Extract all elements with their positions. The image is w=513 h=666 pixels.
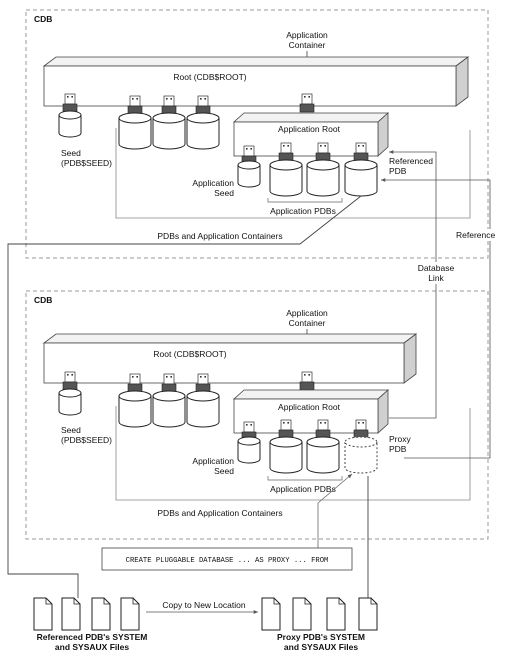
database-link-label-1: Database	[418, 263, 455, 273]
referenced-file-icon-4	[120, 597, 140, 631]
proxy-files-group: Proxy PDB's SYSTEM and SYSAUX Files	[261, 597, 378, 652]
bottom-cdb: CDB Application Container Root (CDB$ROOT…	[25, 290, 489, 540]
bottom-root-slab	[42, 333, 418, 384]
bottom-cdb-label: CDB	[34, 295, 52, 305]
bottom-proxy-pdb-plug-icon	[353, 419, 369, 439]
sql-command-box: CREATE PLUGGABLE DATABASE ... AS PROXY .…	[101, 547, 353, 571]
top-pdb1-plug-icon	[127, 95, 143, 115]
bottom-pdbs-containers-label: PDBs and Application Containers	[157, 508, 282, 518]
top-root-label: Root (CDB$ROOT)	[173, 72, 246, 82]
bottom-app-seed-label-1: Application	[192, 456, 234, 466]
top-app-root-slab	[232, 112, 390, 157]
bottom-app-pdbs-label: Application PDBs	[270, 484, 336, 494]
top-app-pdbs-label: Application PDBs	[270, 206, 336, 216]
proxy-files-label-2: and SYSAUX Files	[284, 642, 358, 652]
bottom-app-pdb2-db-icon	[306, 436, 340, 474]
bottom-proxy-pdb-label-2: PDB	[389, 444, 407, 454]
top-seed-plug-icon	[62, 93, 78, 113]
top-app-container-label-1: Application	[286, 30, 328, 40]
bottom-app-container-label-1: Application	[286, 308, 328, 318]
bottom-proxy-pdb-label-1: Proxy	[389, 434, 411, 444]
top-pdb2-db-icon	[152, 112, 186, 150]
referenced-files-label-1: Referenced PDB's SYSTEM	[37, 632, 148, 642]
top-app-pdb1-plug-icon	[278, 142, 294, 162]
bottom-app-pdb2-plug-icon	[315, 419, 331, 439]
bottom-seed-label-1: Seed	[61, 425, 81, 435]
bottom-seed-plug-icon	[62, 371, 78, 391]
top-pdb3-db-icon	[186, 112, 220, 150]
referenced-file-icon-3	[91, 597, 111, 631]
bottom-pdb2-db-icon	[152, 390, 186, 428]
bottom-pdb1-db-icon	[118, 390, 152, 428]
top-pdbs-containers-label: PDBs and Application Containers	[157, 231, 282, 241]
top-referenced-pdb-db-icon	[344, 159, 378, 197]
top-seed-label-2: (PDB$SEED)	[61, 158, 112, 168]
top-app-pdb2-plug-icon	[315, 142, 331, 162]
top-referenced-pdb-label-1: Referenced	[389, 156, 433, 166]
sql-command-text: CREATE PLUGGABLE DATABASE ... AS PROXY .…	[126, 557, 329, 565]
referenced-files-label-2: and SYSAUX Files	[55, 642, 129, 652]
bottom-proxy-pdb-db-icon	[344, 436, 378, 474]
bottom-pdb1-plug-icon	[127, 373, 143, 393]
reference-label: Reference	[456, 230, 495, 240]
top-cdb: CDB Application Container Root (CDB$ROOT…	[25, 9, 489, 259]
top-referenced-pdb-plug-icon	[353, 142, 369, 162]
top-root-slab	[42, 56, 470, 107]
top-app-seed-label-1: Application	[192, 178, 234, 188]
proxy-file-icon-4	[358, 597, 378, 631]
bottom-app-seed-db-icon	[237, 436, 261, 464]
bottom-app-root-slab	[232, 389, 390, 434]
top-app-container-plug-icon	[299, 93, 315, 113]
top-app-container-label-2: Container	[289, 40, 326, 50]
proxy-files-label-1: Proxy PDB's SYSTEM	[277, 632, 365, 642]
top-app-pdb2-db-icon	[306, 159, 340, 197]
proxy-file-icon-1	[261, 597, 281, 631]
database-link-label-2: Link	[428, 273, 444, 283]
bottom-app-seed-label-2: Seed	[214, 466, 234, 476]
bottom-pdb3-plug-icon	[195, 373, 211, 393]
top-cdb-border	[25, 9, 489, 259]
copy-to-new-location-label: Copy to New Location	[162, 600, 245, 610]
proxy-file-icon-2	[292, 597, 312, 631]
top-cdb-label: CDB	[34, 14, 52, 24]
connection-lines	[7, 150, 491, 598]
bottom-app-container-plug-icon	[299, 371, 315, 391]
referenced-file-icon-2	[61, 597, 81, 631]
bottom-seed-db-icon	[58, 388, 82, 416]
top-pdb1-db-icon	[118, 112, 152, 150]
top-seed-label-1: Seed	[61, 148, 81, 158]
bottom-app-container-label-2: Container	[289, 318, 326, 328]
top-pdb3-plug-icon	[195, 95, 211, 115]
top-seed-db-icon	[58, 110, 82, 138]
top-app-seed-label-2: Seed	[214, 188, 234, 198]
bottom-app-pdb1-db-icon	[269, 436, 303, 474]
bottom-app-root-label: Application Root	[278, 402, 341, 412]
referenced-file-icon-1	[33, 597, 53, 631]
bottom-root-label: Root (CDB$ROOT)	[153, 349, 226, 359]
top-app-pdb1-db-icon	[269, 159, 303, 197]
bottom-pdb2-plug-icon	[161, 373, 177, 393]
bottom-pdb3-db-icon	[186, 390, 220, 428]
top-pdb2-plug-icon	[161, 95, 177, 115]
bottom-app-pdb1-plug-icon	[278, 419, 294, 439]
proxy-file-icon-3	[326, 597, 346, 631]
bottom-seed-label-2: (PDB$SEED)	[61, 435, 112, 445]
referenced-files-group: Referenced PDB's SYSTEM and SYSAUX Files	[33, 597, 148, 652]
top-app-seed-db-icon	[237, 160, 261, 188]
top-app-root-label: Application Root	[278, 124, 341, 134]
top-referenced-pdb-label-2: PDB	[389, 166, 407, 176]
bottom-cdb-border	[25, 290, 489, 540]
